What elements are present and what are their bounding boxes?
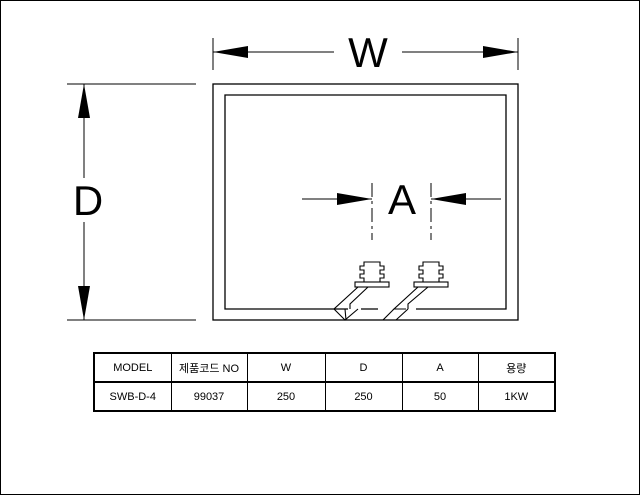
cell-d: 250: [324, 381, 403, 412]
heater-terminal-left: [332, 261, 390, 321]
heater-lead-right: [392, 286, 429, 310]
table-row: SWB-D-4 99037 250 250 50 1KW: [93, 381, 556, 412]
heater-coil-left-icon: [359, 261, 385, 283]
heater-bend-right: [381, 308, 409, 321]
tank-outline: [212, 83, 519, 321]
depth-label: D: [73, 177, 103, 224]
heater-coil-right-icon: [418, 261, 444, 283]
depth-arrow-top-icon: [78, 84, 90, 118]
tank-inner-wall: [224, 94, 507, 310]
width-arrow-right-icon: [483, 46, 518, 58]
width-dimension: W: [212, 29, 519, 76]
heater-bend-left: [333, 308, 359, 321]
depth-dimension: D: [67, 83, 196, 321]
cell-a: 50: [401, 381, 479, 412]
tank-outer-wall: [212, 83, 519, 321]
depth-arrow-bottom-icon: [78, 286, 90, 320]
spacing-dimension: A: [302, 176, 501, 240]
spacing-arrow-right-icon: [431, 193, 466, 205]
heater-flange-left: [354, 281, 390, 288]
cell-w: 250: [246, 381, 326, 412]
width-label: W: [348, 29, 388, 76]
spec-header-row: MODEL 제품코드 NO W D A 용량: [93, 352, 556, 383]
cell-model: SWB-D-4: [93, 381, 172, 412]
header-a: A: [401, 352, 479, 383]
header-capacity: 용량: [477, 352, 556, 383]
cell-capacity: 1KW: [477, 381, 556, 412]
spec-table: MODEL 제품코드 NO W D A 용량 SWB-D-4 99037 250…: [93, 352, 556, 412]
heater-lead-left: [332, 286, 369, 321]
cell-product-code: 99037: [170, 381, 248, 412]
header-model: MODEL: [93, 352, 172, 383]
header-product-code: 제품코드 NO: [170, 352, 248, 383]
spacing-label: A: [388, 176, 416, 223]
header-w: W: [246, 352, 326, 383]
width-arrow-left-icon: [213, 46, 248, 58]
heater-flange-right: [413, 281, 449, 288]
heater-terminal-right: [381, 261, 449, 321]
spacing-arrow-left-icon: [337, 193, 372, 205]
header-d: D: [324, 352, 403, 383]
